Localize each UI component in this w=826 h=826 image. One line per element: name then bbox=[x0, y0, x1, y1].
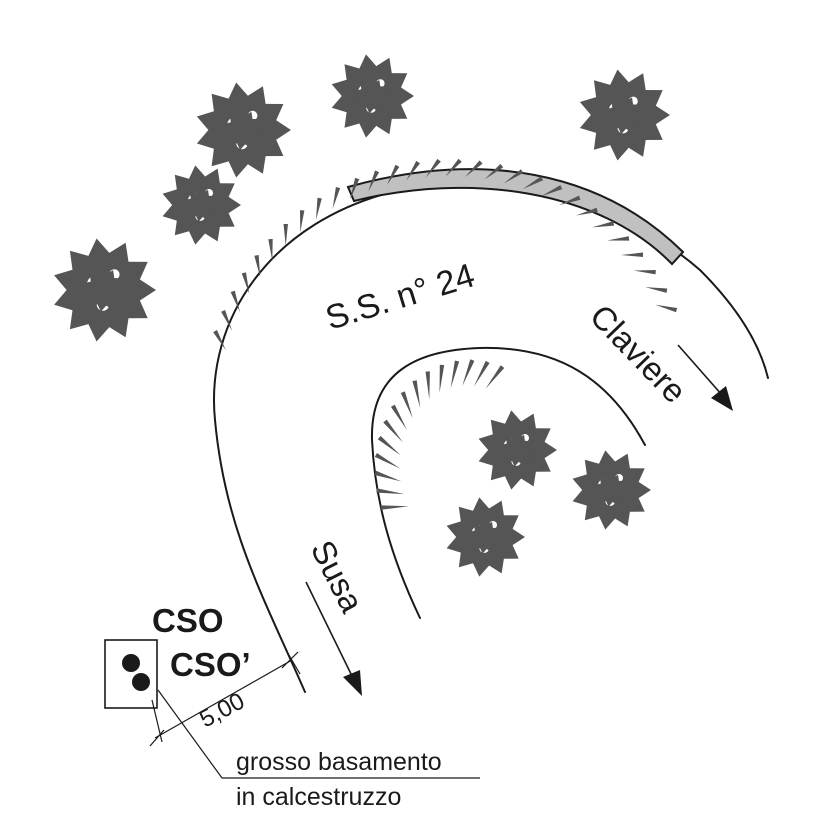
hatch-mark bbox=[462, 359, 475, 387]
hatch-mark bbox=[230, 290, 241, 313]
tree-canopy-icon bbox=[196, 82, 291, 178]
hatch-mark bbox=[380, 505, 409, 510]
tree-canopy-icon bbox=[162, 165, 241, 245]
road-inner-edge bbox=[370, 346, 646, 619]
hatch-mark bbox=[350, 177, 360, 200]
hatch-mark bbox=[541, 185, 563, 197]
direction-arrow-icon bbox=[711, 386, 733, 411]
hatch-mark bbox=[645, 287, 668, 293]
hatch-mark bbox=[485, 365, 505, 389]
marker-box bbox=[104, 639, 158, 709]
hatch-mark bbox=[374, 453, 401, 469]
hatch-mark bbox=[268, 238, 273, 261]
hatch-mark bbox=[406, 160, 420, 181]
hatch-mark bbox=[377, 435, 401, 456]
hatch-mark bbox=[592, 221, 615, 228]
note-line-1: grosso basamento bbox=[236, 748, 442, 776]
note-line-2: in calcestruzzo bbox=[236, 783, 401, 811]
hatch-mark bbox=[383, 419, 403, 443]
tree-canopy-icon bbox=[572, 450, 651, 530]
hatch-mark bbox=[254, 255, 261, 278]
direction-arrow-claviere bbox=[677, 344, 733, 411]
hatch-mark bbox=[412, 380, 421, 409]
trees bbox=[54, 54, 670, 577]
circle-marker-icon bbox=[122, 654, 140, 672]
tree-canopy-icon bbox=[478, 410, 557, 490]
hatch-mark bbox=[575, 207, 598, 216]
hatch-mark bbox=[332, 186, 341, 209]
hatch-mark bbox=[283, 223, 288, 246]
direction-label-claviere: Claviere bbox=[583, 297, 694, 410]
hatch-mark bbox=[439, 364, 445, 393]
hatch-mark bbox=[465, 160, 483, 178]
hatch-mark bbox=[621, 252, 644, 257]
tree-canopy-icon bbox=[331, 54, 414, 138]
hatch-mark bbox=[374, 470, 402, 482]
hatch-mark bbox=[376, 488, 405, 495]
direction-arrow-susa bbox=[305, 581, 362, 696]
circle-marker-icon bbox=[132, 673, 150, 691]
hatch-mark bbox=[213, 329, 226, 351]
hatch-mark bbox=[655, 304, 678, 313]
embankment-hatch-outer bbox=[213, 158, 678, 351]
hatch-mark bbox=[425, 371, 430, 400]
embankment-hatch-inner bbox=[374, 359, 505, 510]
marker-label-cso-prime: CSO’ bbox=[170, 646, 251, 683]
hatch-mark bbox=[315, 197, 322, 220]
guard-rail bbox=[346, 168, 685, 266]
tree-canopy-icon bbox=[446, 497, 525, 577]
hatch-mark bbox=[221, 309, 233, 331]
hatch-mark bbox=[400, 391, 413, 419]
tree-canopy-icon bbox=[54, 238, 156, 342]
direction-label-susa: Susa bbox=[304, 534, 371, 618]
hatch-mark bbox=[386, 164, 400, 186]
hatch-mark bbox=[390, 404, 407, 430]
dimension-value: 5,00 bbox=[195, 688, 249, 734]
hatch-mark bbox=[241, 272, 250, 295]
road-name-label: S.S. n° 24 bbox=[321, 256, 479, 337]
tree-canopy-icon bbox=[579, 69, 670, 161]
hatch-mark bbox=[473, 360, 490, 387]
note-leader bbox=[157, 689, 480, 779]
hatch-mark bbox=[299, 210, 305, 233]
hatch-mark bbox=[633, 270, 656, 275]
hatch-mark bbox=[425, 158, 441, 178]
hatch-mark bbox=[503, 169, 524, 184]
marker-label-cso: CSO bbox=[152, 602, 224, 639]
hatch-mark bbox=[558, 195, 581, 206]
dimension-line bbox=[149, 649, 301, 747]
hatch-mark bbox=[445, 158, 462, 177]
hatch-mark bbox=[450, 360, 460, 389]
road-outer-edge bbox=[213, 184, 769, 693]
hatch-mark bbox=[368, 170, 380, 192]
hatch-mark bbox=[607, 236, 630, 241]
hatch-mark bbox=[484, 163, 504, 180]
direction-arrow-icon bbox=[343, 670, 362, 696]
hatch-mark bbox=[522, 176, 544, 189]
